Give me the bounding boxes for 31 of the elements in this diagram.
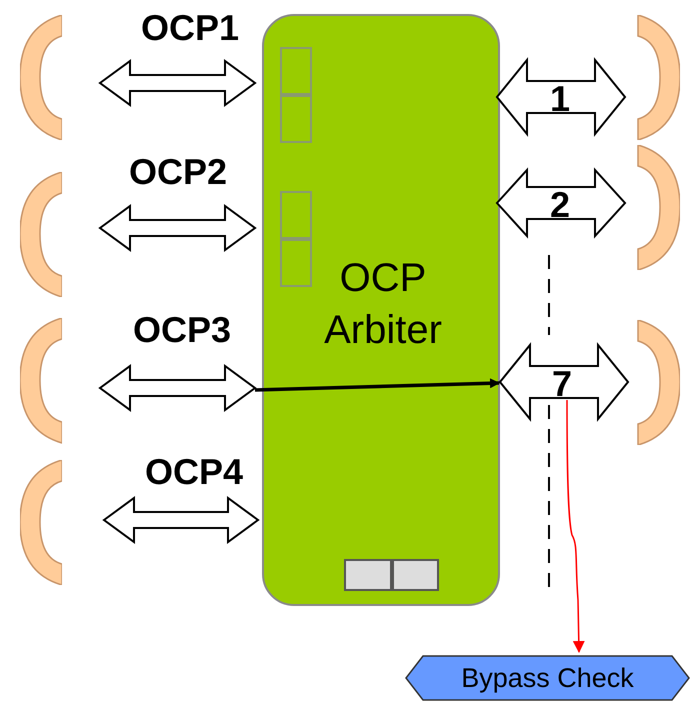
- edge-label: 7: [552, 364, 572, 404]
- edge-label: 1: [550, 79, 570, 119]
- slot-box: [280, 239, 312, 287]
- edge-label: OCP1: [140, 8, 240, 48]
- crescent-shape: [20, 318, 62, 445]
- double-arrow: [496, 57, 626, 137]
- box-title: OCP Arbiter: [323, 255, 443, 354]
- double-arrow: [496, 167, 626, 239]
- crescent-shape: [636, 145, 680, 270]
- arbiter-box: [262, 14, 500, 606]
- double-arrow: [98, 204, 257, 252]
- double-arrow: [98, 59, 257, 107]
- slot-box: [280, 191, 312, 239]
- double-arrow: [498, 342, 630, 422]
- edge-label: OCP4: [144, 452, 244, 492]
- arrow: [566, 400, 585, 653]
- crescent-shape: [20, 15, 62, 140]
- double-arrow: [98, 364, 257, 412]
- crescent-shape: [636, 15, 680, 140]
- slot-box: [392, 559, 439, 591]
- edge-label: OCP2: [128, 152, 228, 192]
- hexagon-box: Bypass Check: [405, 655, 690, 701]
- edge-label: 2: [550, 185, 570, 225]
- edge-label: OCP3: [132, 310, 232, 350]
- crescent-shape: [20, 460, 62, 585]
- crescent-shape: [20, 172, 62, 297]
- slot-box: [280, 95, 312, 143]
- slot-box: [280, 47, 312, 95]
- slot-box: [344, 559, 392, 591]
- crescent-shape: [636, 320, 680, 445]
- double-arrow: [102, 496, 260, 544]
